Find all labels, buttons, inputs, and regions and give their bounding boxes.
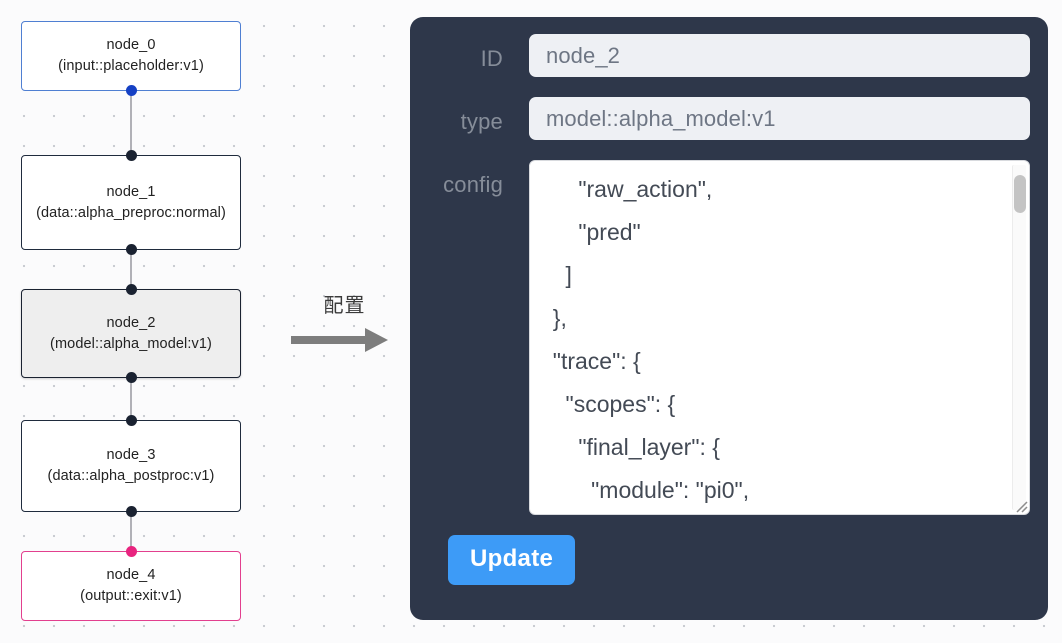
node-handle-top[interactable] bbox=[125, 415, 137, 426]
graph-node-label: node_3(data::alpha_postproc:v1) bbox=[47, 447, 215, 484]
update-button[interactable]: Update bbox=[448, 535, 576, 585]
edge-node0-node1 bbox=[130, 90, 132, 156]
resize-handle-icon[interactable] bbox=[1011, 496, 1028, 513]
graph-node-label: node_1(data::alpha_preproc:normal) bbox=[36, 183, 226, 221]
edge-node1-node2 bbox=[130, 249, 132, 291]
field-row-config: config "raw_action", "pred" ] }, "trace"… bbox=[428, 160, 1030, 515]
edge-node2-node3 bbox=[130, 377, 132, 421]
config-textarea-wrapper: "raw_action", "pred" ] }, "trace": { "sc… bbox=[529, 160, 1030, 515]
graph-node-label: node_2(model::alpha_model:v1) bbox=[50, 314, 212, 352]
node-handle-bottom[interactable] bbox=[125, 506, 137, 517]
arrow-right-icon bbox=[291, 327, 396, 358]
node-config-panel: ID type config "raw_action", "pred" ] },… bbox=[410, 17, 1048, 620]
node-handle-bottom[interactable] bbox=[125, 85, 137, 96]
transform-arrow-annotation: 配置 bbox=[291, 296, 396, 358]
arrow-label: 配置 bbox=[323, 295, 366, 317]
node-handle-top[interactable] bbox=[125, 546, 137, 557]
node-handle-top[interactable] bbox=[125, 284, 137, 295]
graph-node-node_1[interactable]: node_1(data::alpha_preproc:normal) bbox=[21, 150, 241, 255]
graph-node-label: node_0(input::placeholder:v1) bbox=[58, 37, 204, 74]
graph-node-label: node_4(output::exit:v1) bbox=[80, 567, 182, 604]
config-scrollbar-thumb[interactable] bbox=[1014, 175, 1026, 213]
edge-node3-node4 bbox=[130, 511, 132, 552]
id-label: ID bbox=[480, 46, 503, 71]
config-scrollbar[interactable] bbox=[1012, 165, 1026, 510]
panel-actions: Update bbox=[428, 535, 1030, 585]
field-row-id: ID bbox=[428, 34, 1030, 77]
graph-node-node_0[interactable]: node_0(input::placeholder:v1) bbox=[21, 21, 241, 96]
graph-node-node_4[interactable]: node_4(output::exit:v1) bbox=[21, 546, 241, 621]
config-label: config bbox=[443, 172, 503, 197]
id-input[interactable] bbox=[529, 34, 1030, 77]
node-handle-top[interactable] bbox=[125, 150, 137, 161]
type-label: type bbox=[460, 109, 503, 134]
type-input[interactable] bbox=[529, 97, 1030, 140]
graph-node-node_3[interactable]: node_3(data::alpha_postproc:v1) bbox=[21, 415, 241, 517]
graph-node-node_2[interactable]: node_2(model::alpha_model:v1) bbox=[21, 284, 241, 383]
node-handle-bottom[interactable] bbox=[125, 372, 137, 383]
node-handle-bottom[interactable] bbox=[125, 244, 137, 255]
config-textarea[interactable]: "raw_action", "pred" ] }, "trace": { "sc… bbox=[529, 160, 1030, 515]
field-row-type: type bbox=[428, 97, 1030, 140]
